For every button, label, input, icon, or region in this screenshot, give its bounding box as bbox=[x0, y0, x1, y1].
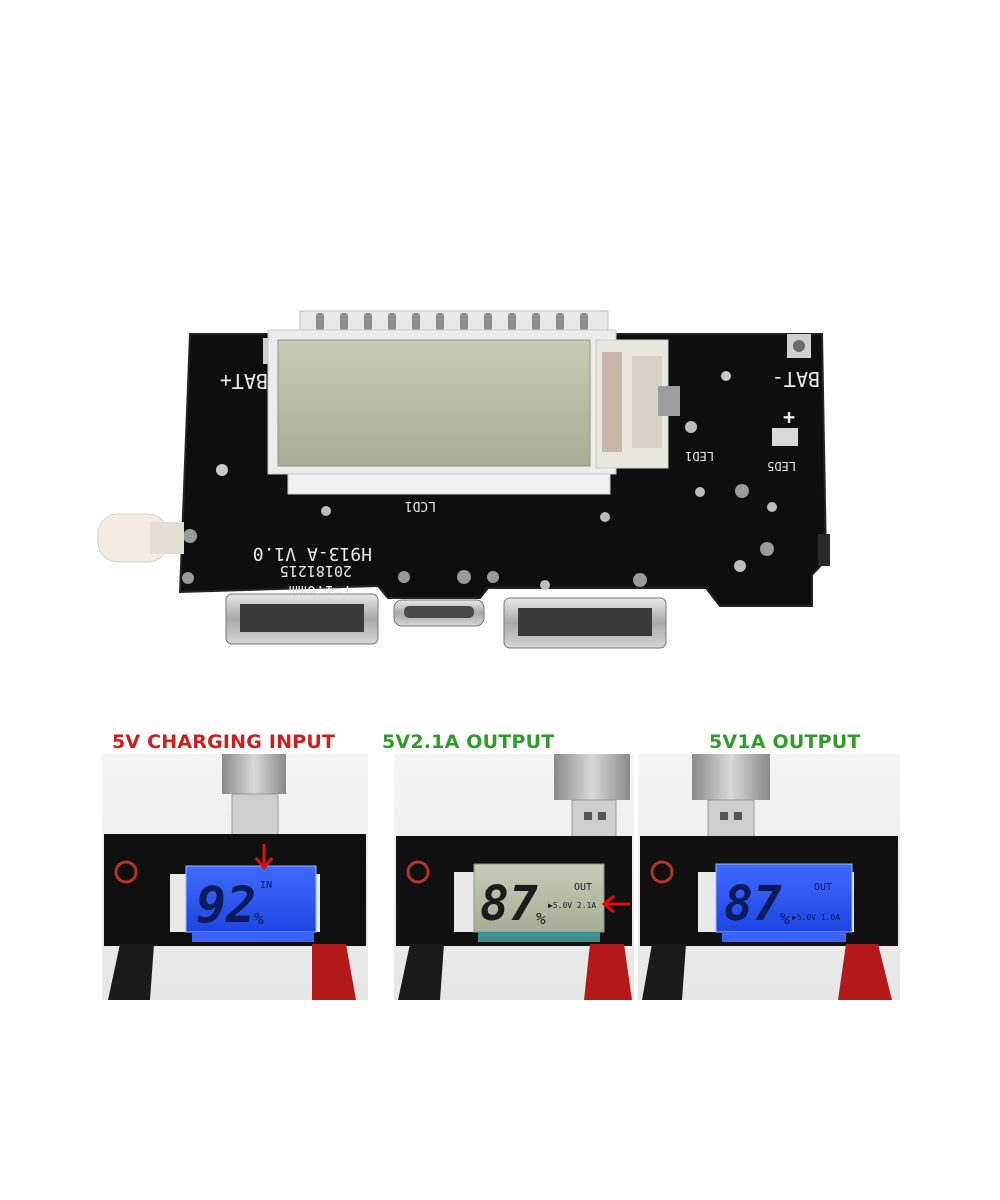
lcd-mode: OUT bbox=[814, 882, 832, 893]
black-clip bbox=[108, 944, 154, 1000]
lcd-rating: ▶5.0V 2.1A bbox=[548, 901, 596, 910]
silk-bat-minus: BAT- bbox=[772, 367, 820, 391]
panel-charging-input: 92 % IN bbox=[102, 754, 368, 1000]
panel-output-1a: 87 % OUT ▶5.0V 1.0A bbox=[638, 754, 900, 1000]
usb-cable bbox=[554, 754, 630, 800]
side-button bbox=[818, 534, 830, 566]
lcd-screen bbox=[715, 863, 853, 933]
lcd-unit: % bbox=[536, 909, 546, 928]
lcd-unit: % bbox=[254, 909, 264, 928]
micro-usb-plug bbox=[231, 793, 279, 839]
lcd-rating: ▶5.0V 1.0A bbox=[792, 913, 840, 922]
usb-cable bbox=[222, 754, 286, 794]
silk-plus: + bbox=[783, 405, 795, 429]
arrow-indicator bbox=[601, 894, 630, 914]
main-lcd bbox=[267, 329, 680, 495]
lcd-mode: IN bbox=[260, 880, 272, 891]
caption-output-1a: 5V1A OUTPUT bbox=[709, 731, 861, 753]
board-silkscreen: BAT+ BAT- + LED1 LED5 LCD1 H913-A V1.0 2… bbox=[220, 367, 820, 600]
lcd-percent: 87 bbox=[724, 876, 782, 932]
caption-charging-input: 5V CHARGING INPUT bbox=[112, 731, 336, 753]
silk-pad bbox=[772, 428, 798, 446]
usb-cable bbox=[692, 754, 770, 800]
silk-led5: LED5 bbox=[767, 459, 796, 473]
red-clip bbox=[312, 944, 356, 1000]
lcd-percent: 87 bbox=[480, 876, 538, 932]
black-clip bbox=[398, 944, 444, 1000]
lcd-percent: 92 bbox=[196, 876, 256, 934]
lcd-screen bbox=[185, 865, 317, 933]
red-clip bbox=[584, 944, 632, 1000]
arrow-indicator bbox=[254, 844, 274, 871]
lcd-screen bbox=[473, 863, 605, 933]
silk-date: 20181215 bbox=[280, 562, 352, 580]
usb-ports bbox=[225, 593, 667, 649]
black-clip bbox=[642, 944, 686, 1000]
caption-output-2-1a: 5V2.1A OUTPUT bbox=[382, 731, 555, 753]
panel-output-2-1a: 87 % OUT ▶5.0V 2.1A bbox=[394, 754, 634, 1000]
red-clip bbox=[838, 944, 892, 1000]
lcd-unit: % bbox=[780, 909, 790, 928]
silk-lcd1: LCD1 bbox=[405, 498, 436, 513]
silk-bat-plus: BAT+ bbox=[220, 369, 268, 393]
silk-led1: LED1 bbox=[685, 449, 714, 463]
silk-model: H913-A V1.0 bbox=[253, 543, 372, 564]
lcd-mode: OUT bbox=[574, 882, 592, 893]
main-board: BAT+ BAT- + LED1 LED5 LCD1 H913-A V1.0 2… bbox=[97, 310, 830, 649]
led-bulb bbox=[97, 513, 184, 563]
